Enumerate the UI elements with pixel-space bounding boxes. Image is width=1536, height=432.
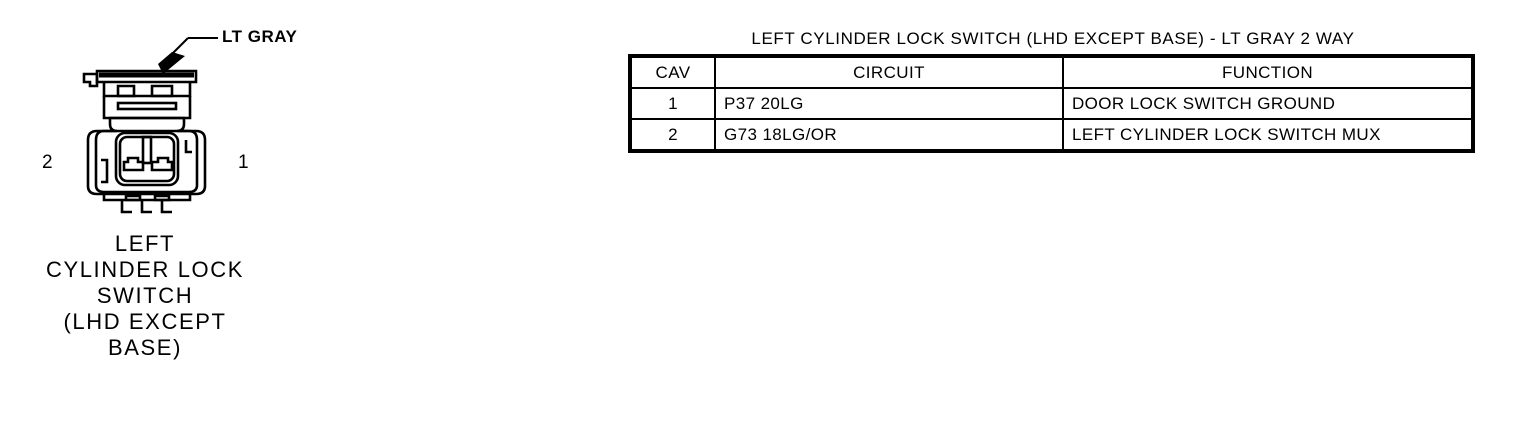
cell-function: LEFT CYLINDER LOCK SWITCH MUX	[1062, 118, 1474, 152]
connector-caption: LEFT CYLINDER LOCK SWITCH (LHD EXCEPT BA…	[0, 231, 290, 361]
pin-number-right: 1	[238, 152, 249, 173]
caption-line: CYLINDER LOCK	[45, 257, 245, 282]
header-function: FUNCTION	[1062, 55, 1474, 89]
cavity-table-panel: LEFT CYLINDER LOCK SWITCH (LHD EXCEPT BA…	[628, 30, 1478, 153]
table-row: 1 P37 20LG DOOR LOCK SWITCH GROUND	[629, 87, 1474, 120]
cell-cav: 1	[629, 87, 716, 120]
table-header-row: CAV CIRCUIT FUNCTION	[629, 55, 1474, 89]
cell-circuit: P37 20LG	[714, 87, 1064, 120]
table-row: 2 G73 18LG/OR LEFT CYLINDER LOCK SWITCH …	[629, 118, 1474, 152]
connector-body	[82, 69, 207, 214]
caption-line: LEFT	[114, 231, 176, 256]
lt-gray-callout-label: LT GRAY	[222, 27, 298, 46]
caption-line: (LHD EXCEPT	[63, 309, 227, 334]
table-title: LEFT CYLINDER LOCK SWITCH (LHD EXCEPT BA…	[751, 29, 1355, 48]
caption-line: SWITCH	[96, 283, 194, 308]
pin-number-left: 2	[42, 152, 53, 173]
connector-diagram-panel: LT GRAY 2 1 LEFT CYLINDER LOCK SWITCH (L…	[0, 0, 320, 432]
caption-line: BASE)	[107, 335, 183, 360]
connector-illustration	[82, 37, 218, 214]
arrow-leader-icon	[158, 37, 218, 74]
cell-circuit: G73 18LG/OR	[714, 118, 1064, 152]
header-circuit: CIRCUIT	[714, 55, 1064, 89]
cavity-table: CAV CIRCUIT FUNCTION 1 P37 20LG DOOR LOC…	[628, 54, 1475, 153]
cell-function: DOOR LOCK SWITCH GROUND	[1062, 87, 1474, 120]
header-cav: CAV	[629, 55, 716, 89]
cell-cav: 2	[629, 118, 716, 152]
